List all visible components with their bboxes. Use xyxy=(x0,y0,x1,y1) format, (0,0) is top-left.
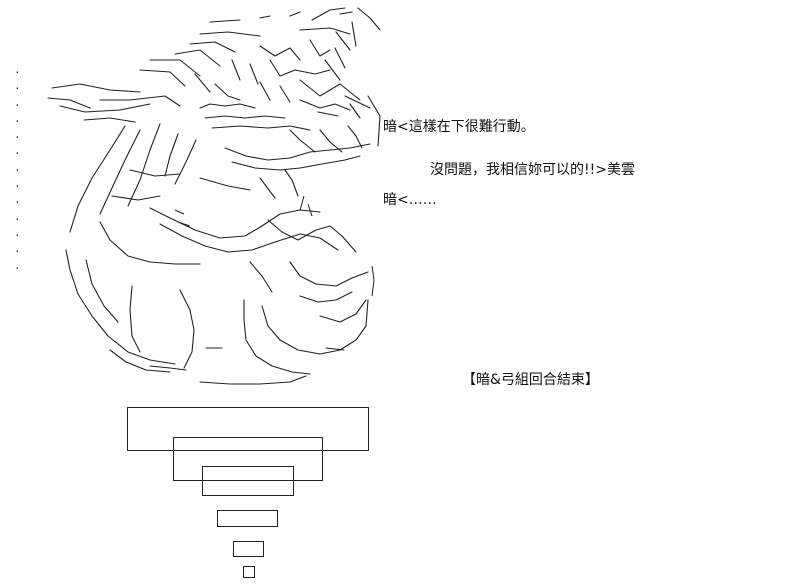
dialogue-line-1: 暗<這樣在下很難行動。 xyxy=(383,119,535,135)
dialogue-line-2: 沒問題，我相信妳可以的!!>美雲 xyxy=(430,162,635,178)
dialogue-line-3: 暗<…… xyxy=(383,192,437,208)
round-end-label: 【暗&弓組回合結束】 xyxy=(462,372,599,388)
pyramid-box-1 xyxy=(127,407,369,451)
pyramid-box-3 xyxy=(202,466,294,496)
pyramid-box-5 xyxy=(233,541,264,557)
pyramid-box-6 xyxy=(243,566,255,578)
pyramid-box-2 xyxy=(173,437,323,481)
dot-column: . . . . . . . . . . . . . xyxy=(14,63,21,272)
pyramid-box-4 xyxy=(217,510,278,527)
